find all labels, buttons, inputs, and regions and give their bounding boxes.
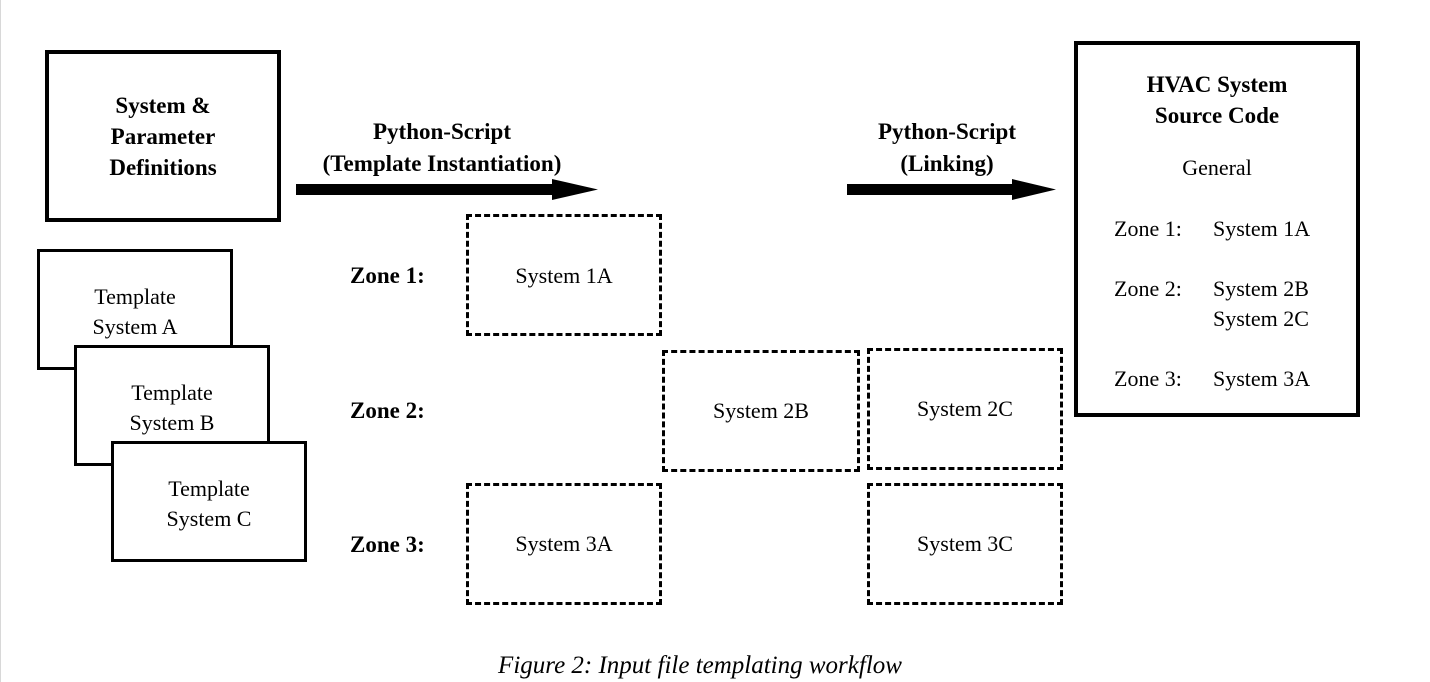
template-a-line-1: Template [94, 284, 176, 309]
hvac-title-line-1: HVAC System [1146, 72, 1288, 97]
hvac-zone3-label: Zone 3: [1114, 366, 1182, 391]
definitions-box: System & Parameter Definitions [45, 50, 281, 222]
system-2b-box: System 2B [662, 350, 860, 472]
template-system-c: Template System C [111, 441, 307, 562]
figure-caption: Figure 2: Input file templating workflow [498, 652, 902, 679]
definitions-line-2: Parameter [110, 123, 216, 149]
hvac-zone2-system-2: System 2C [1213, 306, 1309, 331]
template-b-line-2: System B [129, 410, 215, 435]
hvac-zone1-label: Zone 1: [1114, 216, 1182, 241]
hvac-zone3-system: System 3A [1213, 366, 1311, 391]
arrow1-line-2: (Template Instantiation) [322, 151, 562, 176]
system-2c-label: System 2C [917, 396, 1013, 421]
system-1a-label: System 1A [515, 263, 613, 288]
arrow2-line-2: (Linking) [900, 151, 994, 176]
arrow2-line-1: Python-Script [878, 119, 1016, 144]
zone-3-label: Zone 3: [350, 532, 425, 557]
hvac-general: General [1182, 155, 1252, 180]
system-3a-box: System 3A [466, 483, 662, 605]
zone-2-label: Zone 2: [350, 398, 425, 423]
template-a-line-2: System A [92, 314, 178, 339]
system-3c-label: System 3C [917, 531, 1013, 556]
definitions-line-3: Definitions [109, 154, 217, 180]
arrow1-label: Python-Script (Template Instantiation) [300, 116, 584, 180]
definitions-line-1: System & [115, 92, 211, 118]
hvac-title-line-2: Source Code [1154, 103, 1280, 128]
system-2b-label: System 2B [713, 398, 809, 423]
template-b-line-1: Template [131, 380, 213, 405]
template-c-line-2: System C [166, 506, 252, 531]
zone-1-label: Zone 1: [350, 263, 425, 288]
arrow2-label: Python-Script (Linking) [857, 116, 1037, 180]
hvac-zone1-system: System 1A [1213, 216, 1311, 241]
system-3a-label: System 3A [515, 531, 613, 556]
hvac-zone2-system-1: System 2B [1213, 276, 1309, 301]
arrow1-line-1: Python-Script [373, 119, 511, 144]
arrow-template-instantiation [296, 179, 598, 200]
page-edge-rule [0, 0, 1, 682]
hvac-source-box: HVAC System Source Code General Zone 1: … [1074, 41, 1360, 417]
template-c-line-1: Template [168, 476, 250, 501]
system-1a-box: System 1A [466, 214, 662, 336]
hvac-title: HVAC System Source Code [1078, 69, 1356, 131]
system-2c-box: System 2C [867, 348, 1063, 470]
arrow-linking [847, 179, 1056, 200]
hvac-zone2-label: Zone 2: [1114, 276, 1182, 301]
system-3c-box: System 3C [867, 483, 1063, 605]
